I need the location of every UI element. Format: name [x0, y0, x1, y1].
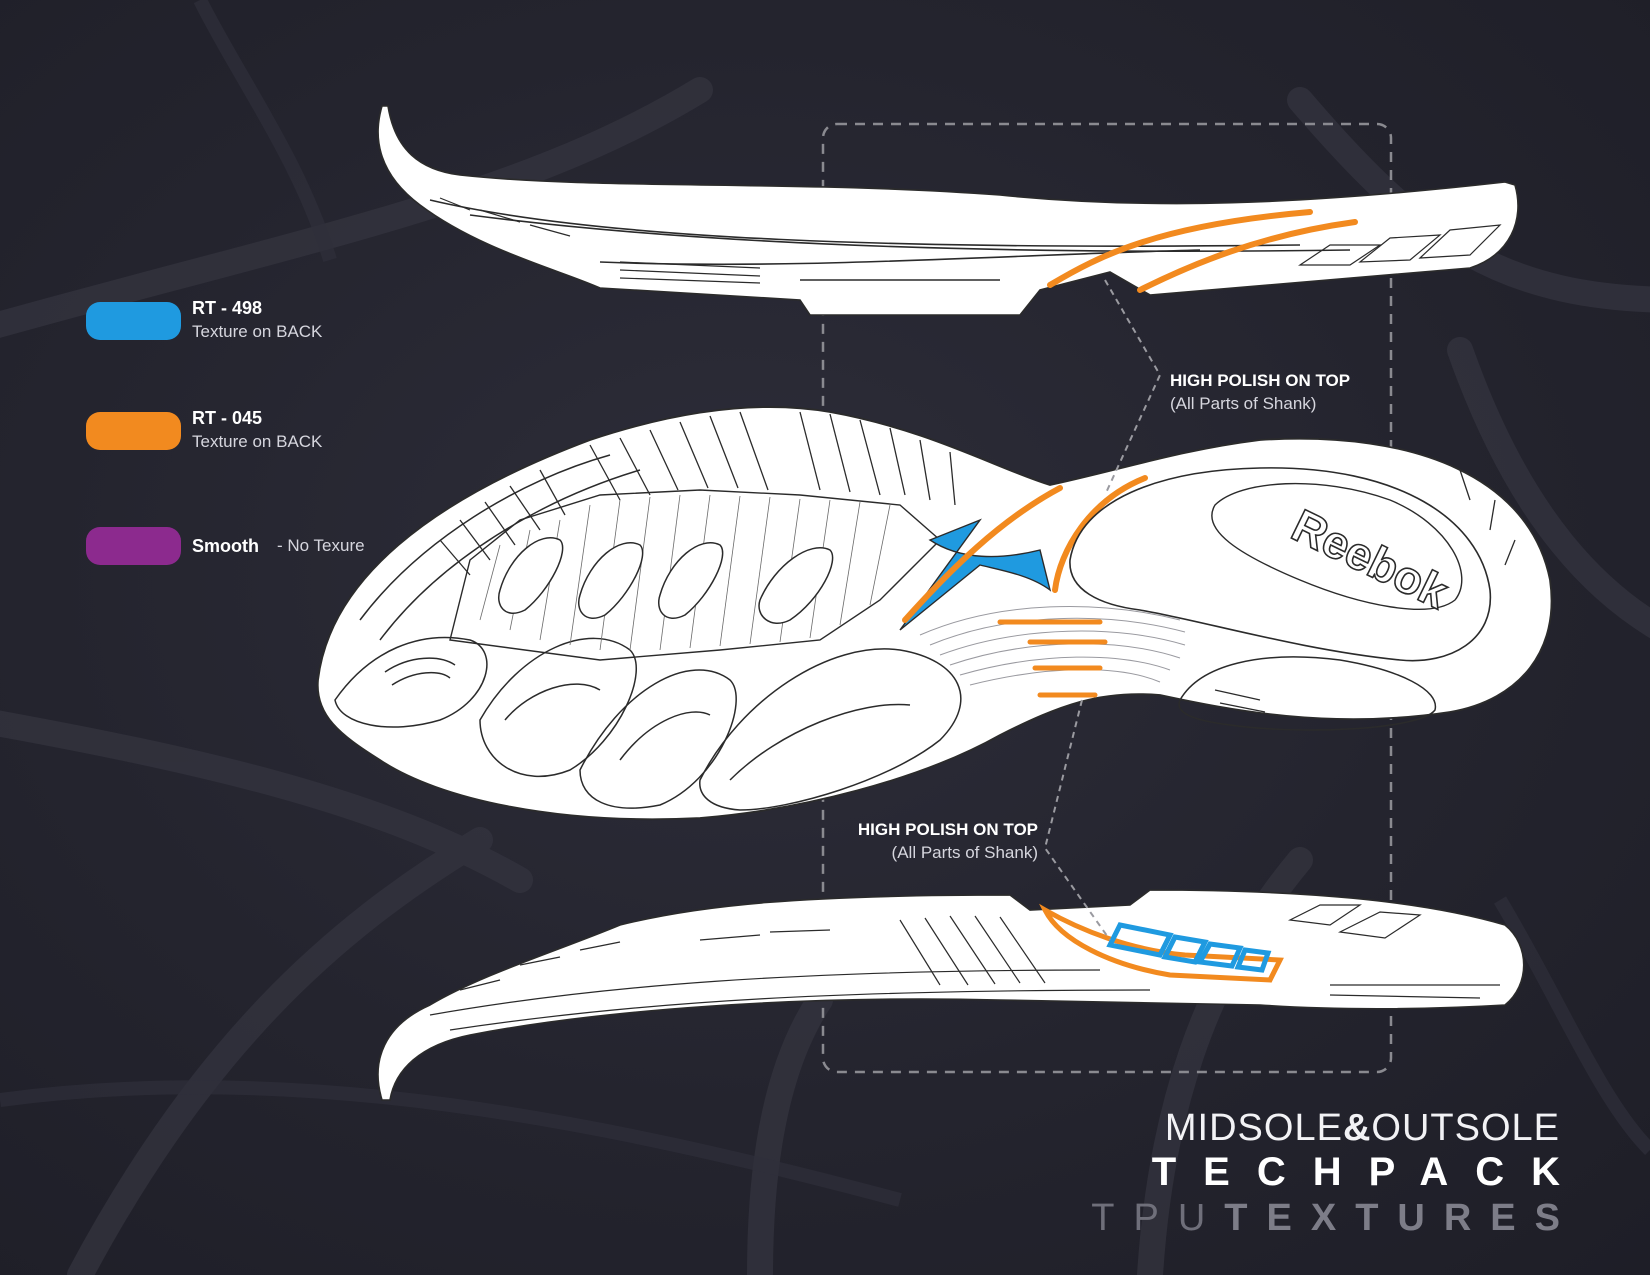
- title-techpack: TECHPACK: [1151, 1150, 1587, 1194]
- callout-lower: HIGH POLISH ON TOP (All Parts of Shank): [838, 820, 1038, 863]
- legend-name: RT - 045: [192, 408, 263, 428]
- legend-description: - No Texure: [277, 536, 365, 555]
- title-line-midsole-outsole: MIDSOLE&OUTSOLE: [1091, 1108, 1560, 1148]
- legend-swatch: [86, 302, 181, 340]
- title-outsole: OUTSOLE: [1371, 1107, 1560, 1149]
- callout-upper: HIGH POLISH ON TOP (All Parts of Shank): [1170, 371, 1350, 414]
- title-midsole: MIDSOLE: [1164, 1107, 1343, 1149]
- legend-name: Smooth: [192, 536, 259, 556]
- lower-side-view: [377, 889, 1525, 1101]
- callout-lower-subtitle: (All Parts of Shank): [891, 843, 1038, 862]
- title-tpu: TPU: [1091, 1197, 1225, 1239]
- callout-upper-title: HIGH POLISH ON TOP: [1170, 371, 1351, 390]
- title-ampersand: &: [1342, 1107, 1372, 1149]
- top-side-view: [377, 105, 1519, 316]
- title-textures: TEXTURES: [1224, 1197, 1579, 1239]
- legend-name: RT - 498: [192, 298, 263, 318]
- legend-swatch: [86, 412, 181, 450]
- outsole-bottom-view: Reebok: [316, 406, 1553, 821]
- title-block: MIDSOLE&OUTSOLE TECHPACK TPUTEXTURES: [1091, 1108, 1560, 1240]
- callout-lower-title: HIGH POLISH ON TOP: [857, 820, 1038, 839]
- legend-swatch: [86, 527, 181, 565]
- legend-description: Texture on BACK: [192, 432, 323, 451]
- legend-description: Texture on BACK: [192, 322, 323, 341]
- title-line-tpu-textures: TPUTEXTURES: [1091, 1196, 1579, 1240]
- callout-leaders: [1043, 279, 1162, 941]
- callout-upper-subtitle: (All Parts of Shank): [1170, 394, 1317, 413]
